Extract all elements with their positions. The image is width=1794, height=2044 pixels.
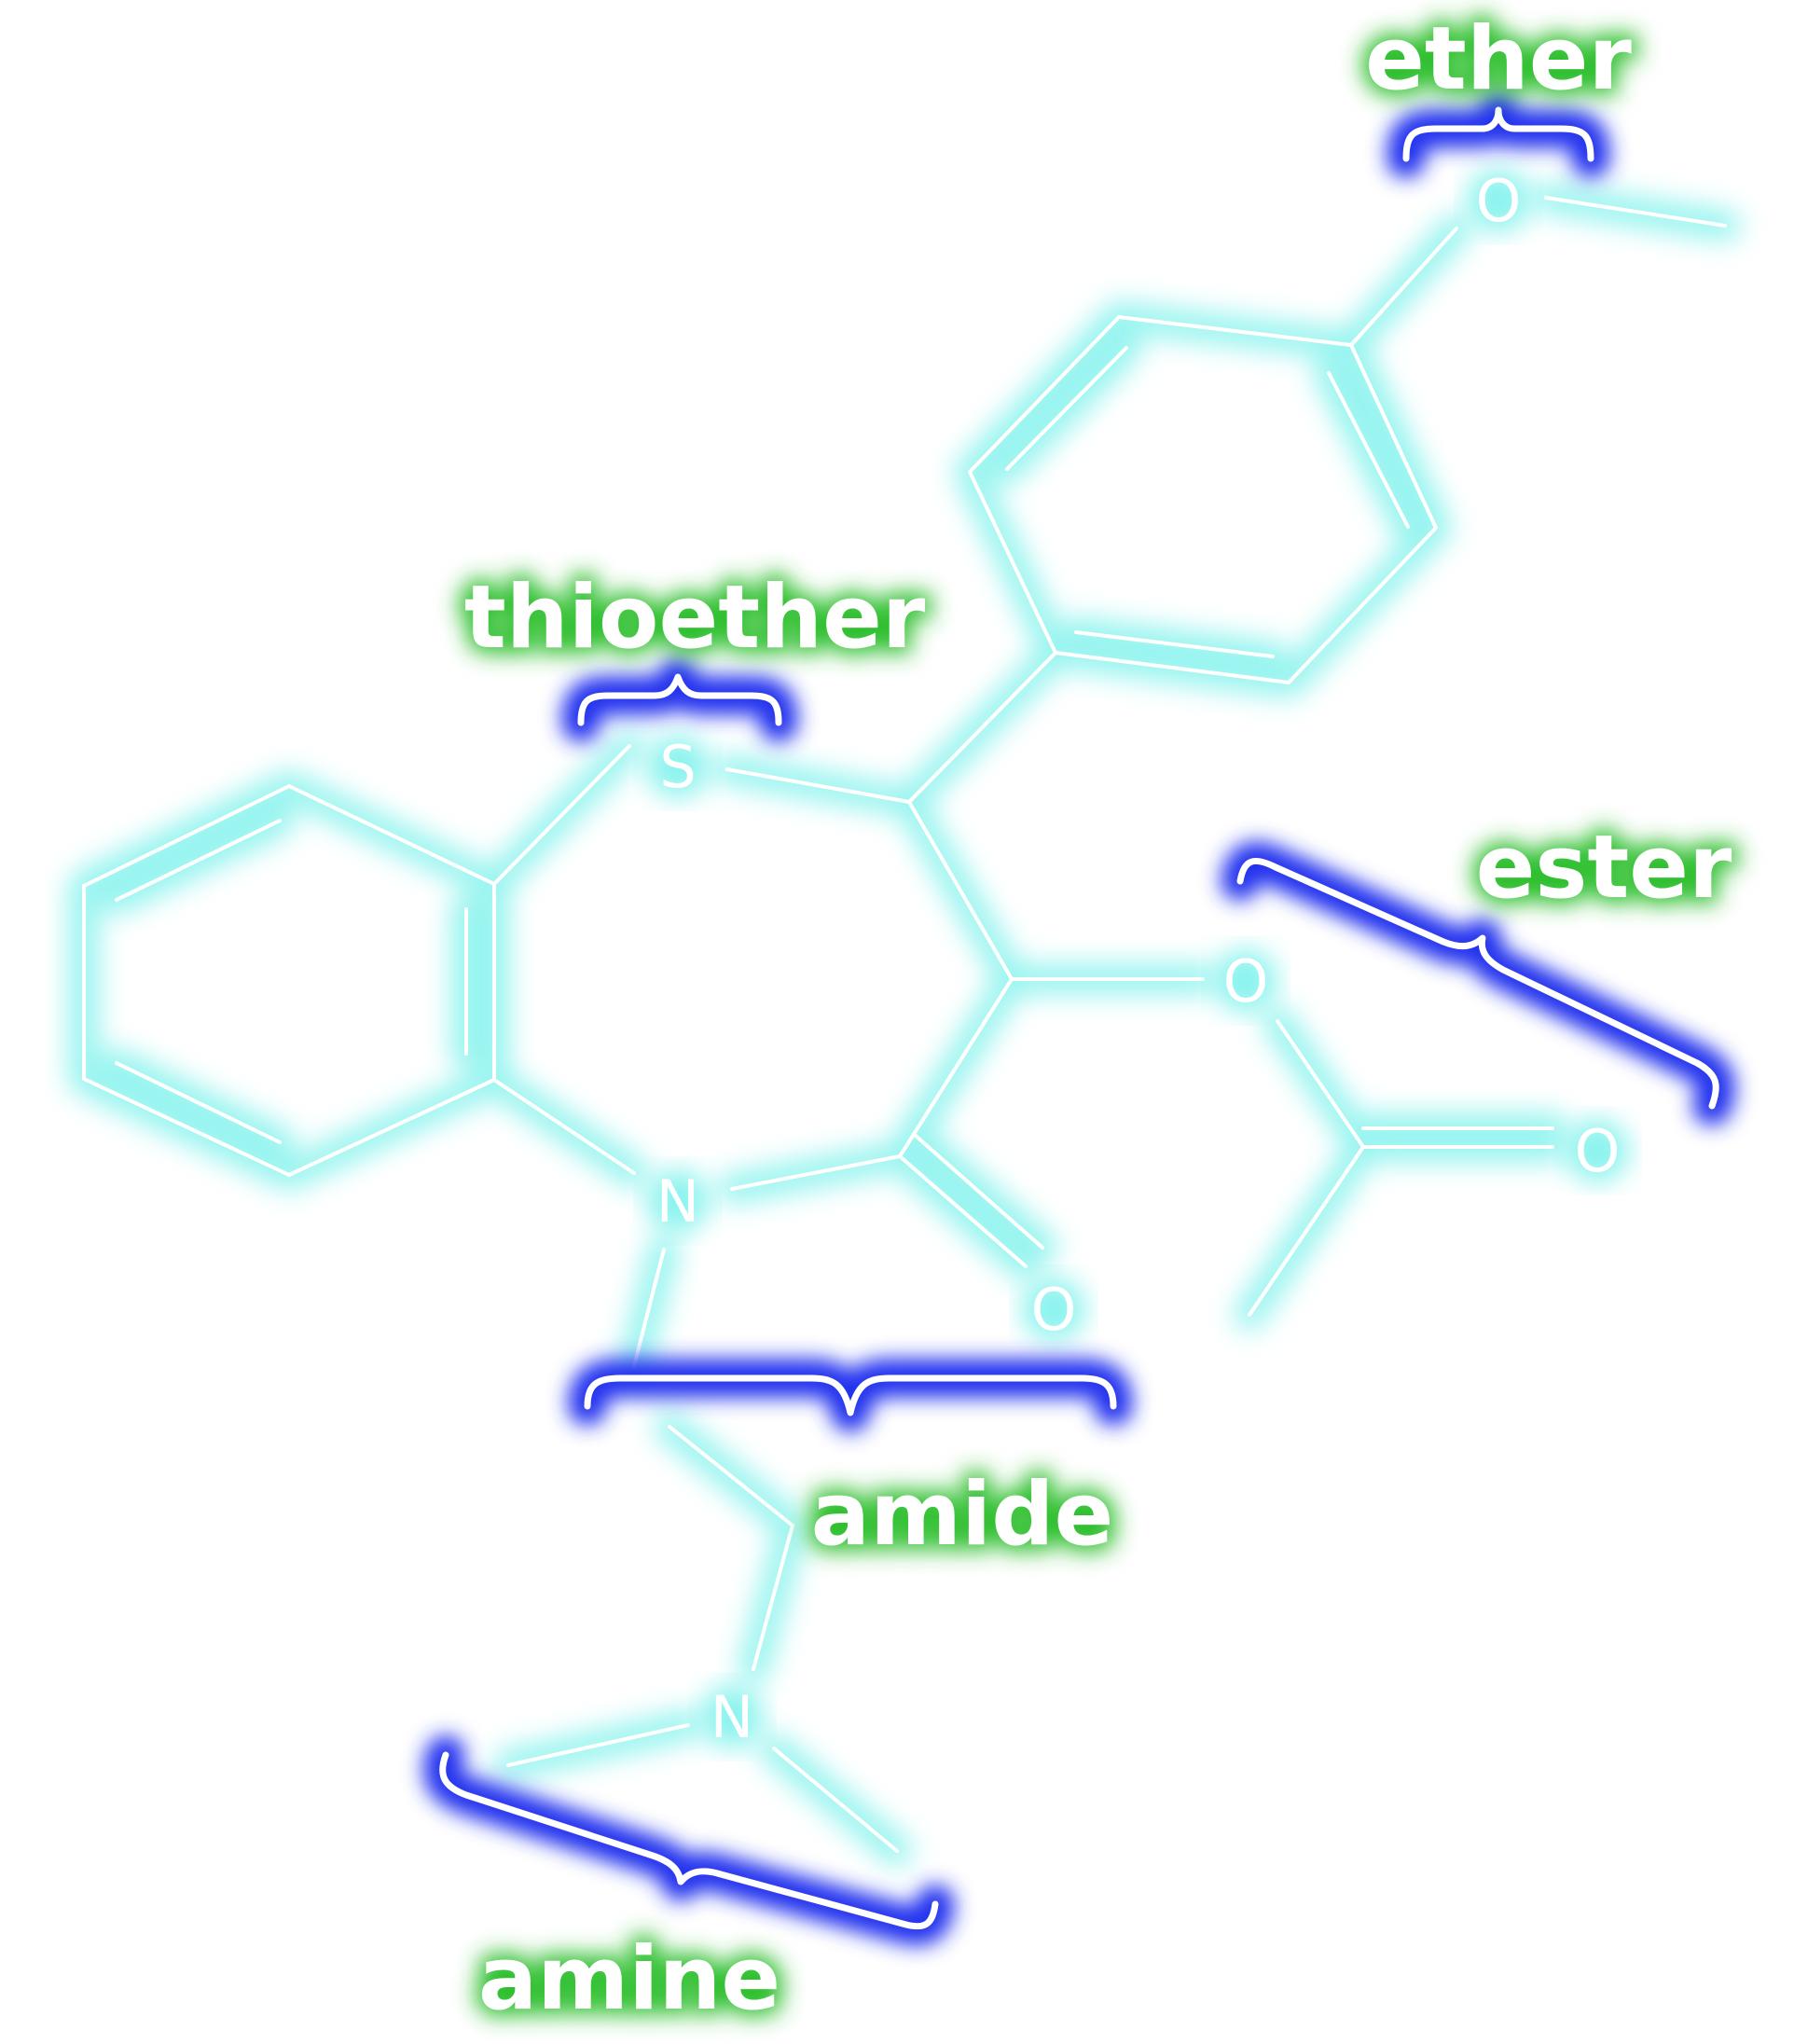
thioether-label: thioether <box>464 567 926 669</box>
atom-labels: O S O O N O N <box>646 167 1629 1751</box>
bond <box>1327 371 1410 529</box>
bond <box>1248 1145 1365 1317</box>
bond <box>1349 227 1458 347</box>
sulfur-atom: S <box>659 733 696 801</box>
bond <box>898 1154 1028 1268</box>
thioether-brace <box>577 673 782 726</box>
bond <box>898 977 1014 1158</box>
bond-glow-layer <box>68 182 1741 1867</box>
amide-brace <box>584 1374 1117 1416</box>
atom-glow <box>700 1685 764 1748</box>
bond-lines <box>82 196 1727 1853</box>
amide-oxygen-atom: O <box>1031 1276 1077 1344</box>
bond <box>1276 1019 1365 1149</box>
atom-glow <box>646 735 710 798</box>
bond <box>1005 346 1128 471</box>
ester-brace <box>1236 857 1719 1110</box>
bond <box>287 784 496 886</box>
ether-label: ether <box>1365 8 1632 110</box>
bond <box>914 1134 1044 1250</box>
bond <box>1287 526 1438 684</box>
atom-glow <box>1566 1119 1629 1182</box>
bond <box>907 800 1014 981</box>
ester-label: ester <box>1476 817 1732 918</box>
atom-glow <box>1467 169 1530 232</box>
atom-glow <box>1022 1278 1085 1341</box>
ester-carbonyl-oxygen-atom: O <box>1575 1117 1621 1185</box>
bond <box>968 470 1057 655</box>
ether-oxygen-atom: O <box>1476 167 1522 235</box>
amide-label: amide <box>811 1464 1114 1566</box>
bond <box>82 784 291 888</box>
bond <box>772 1747 899 1853</box>
group-braces <box>439 106 1719 1930</box>
bond <box>907 651 1057 804</box>
bond <box>725 767 911 804</box>
bond <box>492 744 631 886</box>
ring-nitrogen-atom: N <box>656 1167 699 1236</box>
bond <box>1544 196 1727 228</box>
bond <box>1349 343 1438 530</box>
atom-glow <box>646 1169 710 1233</box>
bond <box>115 1061 282 1144</box>
ester-label-glow: ester <box>1476 817 1732 918</box>
ester-oxygen-atom: O <box>1223 947 1269 1015</box>
bond <box>1054 651 1290 684</box>
ether-brace <box>1402 106 1594 162</box>
bond <box>1074 630 1275 658</box>
bond <box>632 1248 666 1368</box>
amine-label: amine <box>478 1928 780 2030</box>
thioether-label-glow: thioether <box>464 567 926 669</box>
bond <box>1117 315 1353 347</box>
bond <box>668 1425 794 1527</box>
bond <box>115 819 282 902</box>
bond <box>752 1524 794 1671</box>
amine-label-glow: amine <box>478 1928 780 2030</box>
atom-glow <box>1214 949 1277 1013</box>
amine-nitrogen-atom: N <box>711 1683 753 1751</box>
bond <box>730 1154 902 1191</box>
label-glow-layer: ether thioether ester amide amine <box>458 2 1739 2037</box>
amide-label-glow: amide <box>811 1464 1114 1566</box>
bond <box>287 1078 496 1177</box>
amine-brace <box>439 1751 939 1930</box>
bond <box>968 315 1121 474</box>
bond <box>506 1723 690 1767</box>
bond <box>492 1078 636 1175</box>
group-labels: ether thioether ester amide amine <box>464 8 1732 2030</box>
bond <box>82 1077 291 1177</box>
ether-label-glow: ether <box>1365 8 1632 110</box>
